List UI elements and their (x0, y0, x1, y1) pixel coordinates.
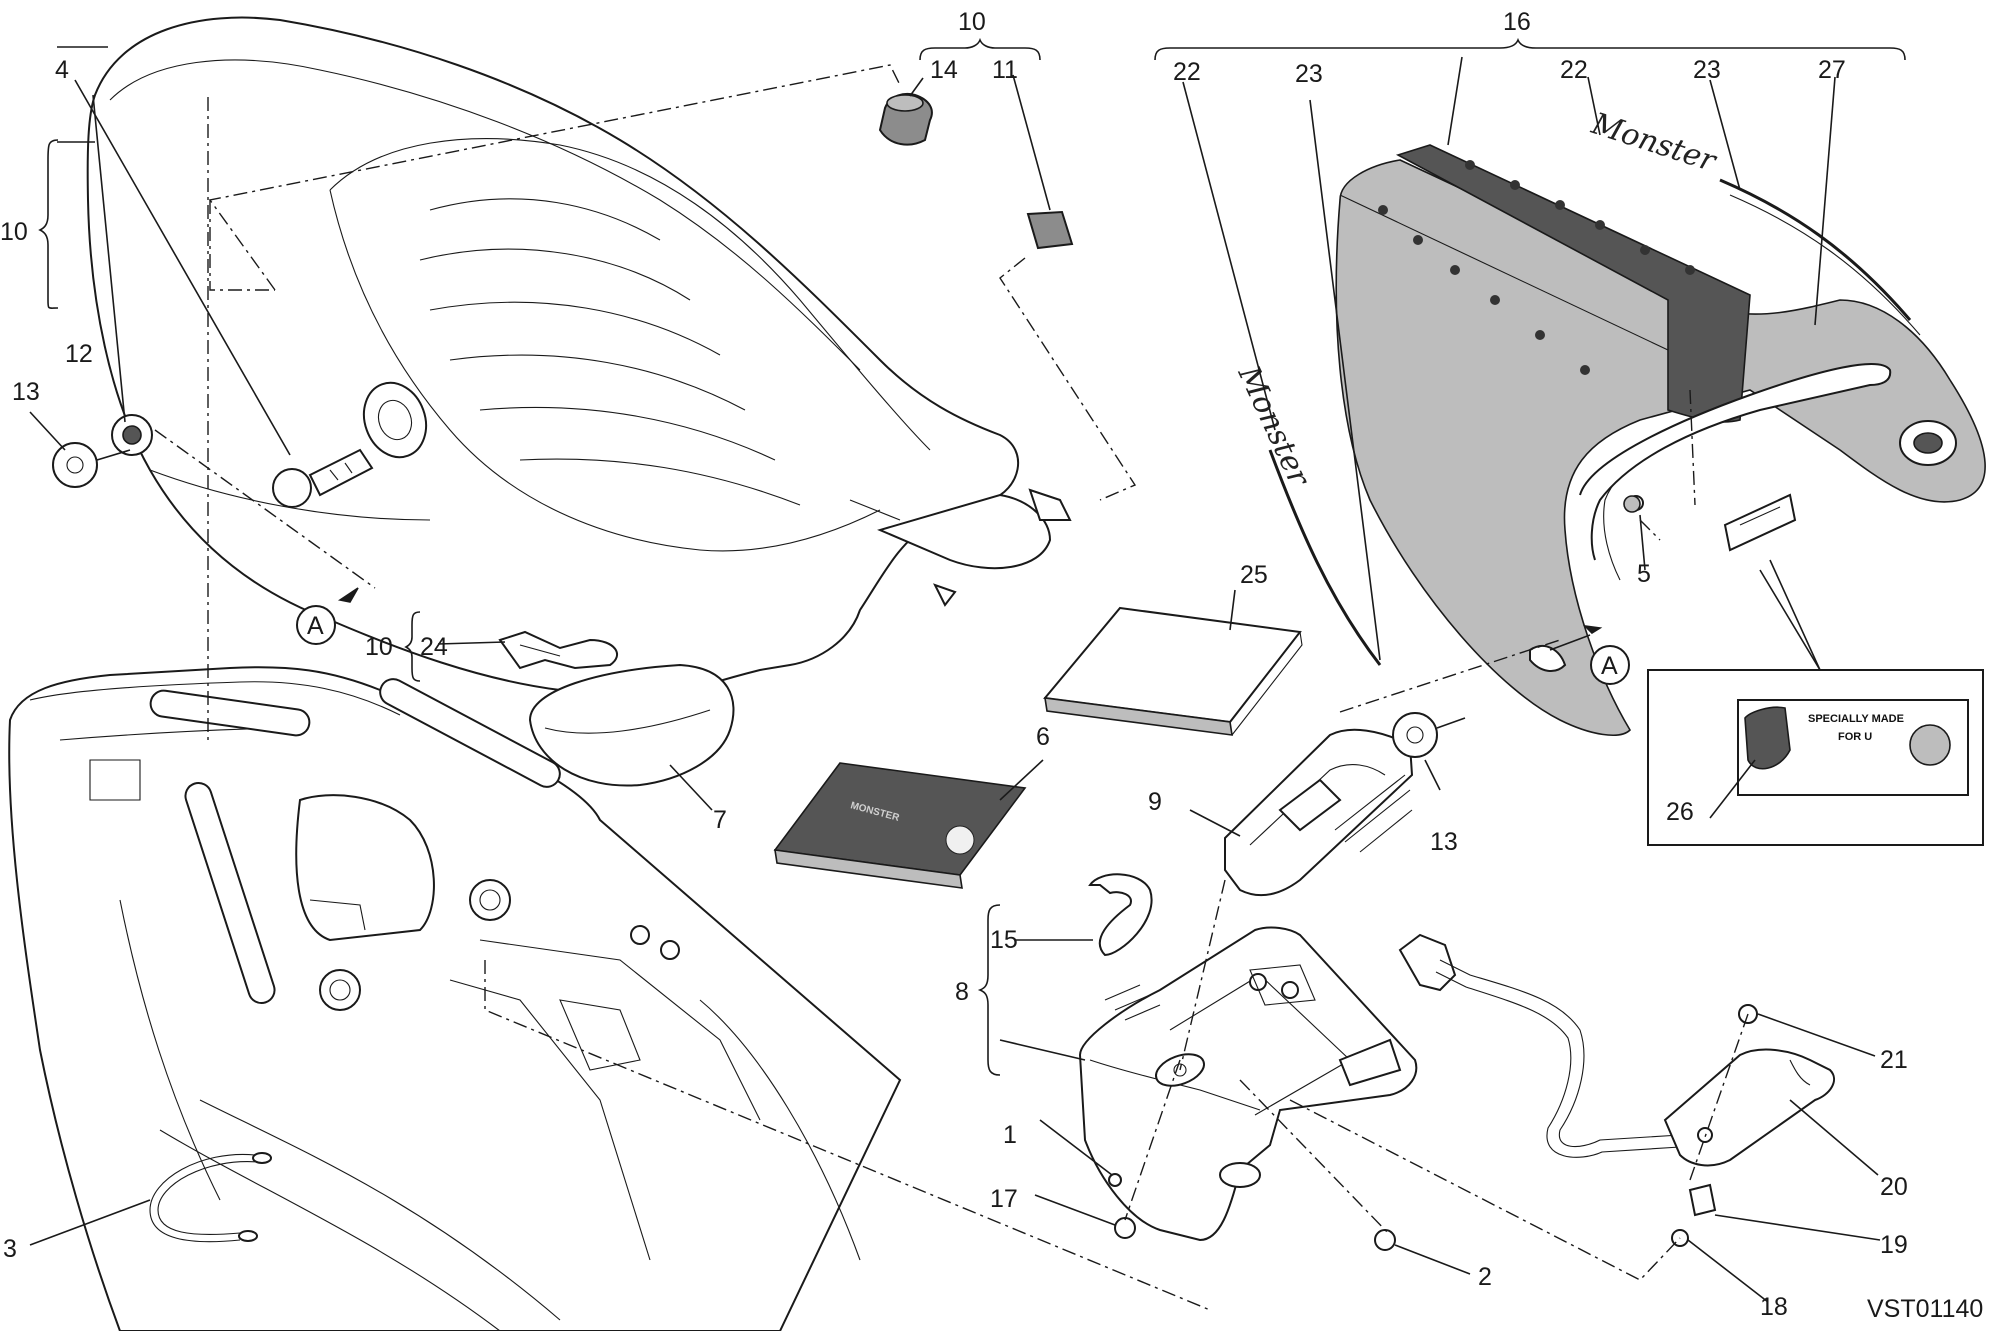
callout-16: 16 (1503, 8, 1531, 36)
foam-pad (528, 663, 735, 787)
callout-3: 3 (3, 1235, 17, 1263)
callout-9: 9 (1148, 788, 1162, 816)
tool-tray (1224, 728, 1414, 897)
callout-5: 5 (1637, 560, 1651, 588)
diagram-code: VST01140 (1867, 1295, 1983, 1323)
callout-17: 17 (990, 1185, 1018, 1213)
steel-cable (149, 1152, 272, 1243)
callout-4: 4 (55, 56, 69, 84)
callout-24: 24 (420, 633, 448, 661)
battery-tray (1078, 926, 1418, 1242)
knob-right (1392, 712, 1466, 758)
callout-2: 2 (1478, 1263, 1492, 1291)
callout-7: 7 (713, 806, 727, 834)
callout-13-left: 13 (12, 378, 40, 406)
hardware-parts (1108, 1004, 1758, 1251)
view-marker-left-text: A (307, 612, 324, 640)
callout-26: 26 (1666, 798, 1694, 826)
callout-19: 19 (1880, 1231, 1908, 1259)
leader-lines (29, 46, 1881, 1303)
document-booklet (1043, 606, 1303, 736)
callout-10-left: 10 (0, 218, 28, 246)
callout-8: 8 (955, 978, 969, 1006)
callout-10-mid: 10 (365, 633, 393, 661)
callout-21: 21 (1880, 1046, 1908, 1074)
callout-25: 25 (1240, 561, 1268, 589)
rear-subframe (8, 666, 902, 1331)
serial-label (1723, 493, 1797, 552)
seat-cowl (1335, 144, 1986, 736)
knob (52, 442, 131, 488)
assembly-lines (154, 64, 1749, 1311)
callout-numbers: 10 4 12 13 10 14 11 16 22 23 22 23 27 25… (0, 8, 1983, 1323)
callout-23-right: 23 (1693, 56, 1721, 84)
callout-14: 14 (930, 56, 958, 84)
callout-27: 27 (1818, 56, 1846, 84)
adhesive-pad (1026, 210, 1074, 250)
group-braces (38, 37, 1906, 1076)
electronic-unit (1398, 933, 1835, 1167)
rider-seat (86, 16, 1072, 702)
callout-12: 12 (65, 340, 93, 368)
view-marker-left: A (296, 605, 336, 645)
rubber-bumper (878, 92, 933, 146)
callout-23-left: 23 (1295, 60, 1323, 88)
rubber-grommet (1623, 495, 1641, 513)
callout-22-left: 22 (1173, 58, 1201, 86)
seat-lock-hook (498, 630, 618, 670)
callout-15: 15 (990, 926, 1018, 954)
callout-22-right: 22 (1560, 56, 1588, 84)
sticker-line-2: FOR U (1838, 731, 1872, 743)
retaining-clip (1088, 873, 1153, 957)
callout-6: 6 (1036, 723, 1050, 751)
callout-1: 1 (1003, 1121, 1017, 1149)
view-marker-right-text: A (1601, 652, 1618, 680)
owner-manual: MONSTER (773, 762, 1027, 889)
callout-20: 20 (1880, 1173, 1908, 1201)
callout-13-right: 13 (1430, 828, 1458, 856)
label-inset-box: SPECIALLY MADE FOR U (1647, 669, 1984, 846)
callout-11: 11 (992, 56, 1018, 84)
view-marker-right: A (1590, 645, 1630, 685)
sticker-line-1: SPECIALLY MADE (1808, 713, 1904, 725)
seat-lock-pin (272, 448, 374, 508)
washer (111, 414, 153, 456)
callout-18: 18 (1760, 1293, 1788, 1321)
decal-text-right: Monster (1587, 106, 1722, 180)
callout-10-top: 10 (958, 8, 986, 36)
